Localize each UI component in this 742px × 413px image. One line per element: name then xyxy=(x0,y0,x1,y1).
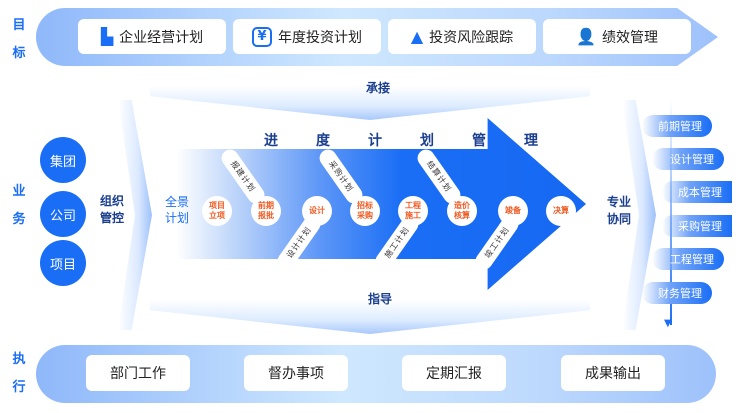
stage-node[interactable]: 招标采购 xyxy=(350,196,380,226)
goal-card-risk-tracking[interactable]: ▲ 投资风险跟踪 xyxy=(388,19,536,54)
side-char: 标 xyxy=(12,46,26,61)
goal-label: 绩效管理 xyxy=(601,29,658,46)
stage-node[interactable]: 工程施工 xyxy=(398,196,428,226)
exec-card[interactable]: 定期汇报 xyxy=(402,355,506,391)
overall-plan-line: 计划 xyxy=(165,211,190,225)
goal-label: 年度投资计划 xyxy=(278,29,362,46)
stage-node[interactable]: 设计 xyxy=(302,196,332,226)
business-side-label: 业 务 xyxy=(10,178,28,234)
goal-label: 企业经营计划 xyxy=(119,29,204,46)
stage-node[interactable]: 造价核算 xyxy=(447,196,477,226)
execution-side-label: 执 行 xyxy=(10,346,28,402)
progress-title: 进度计划管理 xyxy=(264,133,538,149)
stage-node[interactable]: 竣备 xyxy=(498,196,528,226)
goal-card-performance[interactable]: 👤 绩效管理 xyxy=(543,19,691,54)
collab-label: 专业协同 xyxy=(607,195,632,226)
overall-plan-label: 全景 计划 xyxy=(165,194,189,226)
goal-card-investment-plan[interactable]: ¥ 年度投资计划 xyxy=(233,19,381,54)
collab-item[interactable]: 采购管理 xyxy=(662,215,732,237)
collab-item[interactable]: 设计管理 xyxy=(652,148,724,170)
collab-arrow-line xyxy=(670,100,672,325)
side-char: 业 xyxy=(12,184,26,199)
yuan-hexagon-icon: ¥ xyxy=(252,26,272,47)
warning-icon: ▲ xyxy=(410,27,424,46)
side-char: 目 xyxy=(12,18,26,33)
collab-item[interactable]: 成本管理 xyxy=(662,181,732,203)
exec-card[interactable]: 部门工作 xyxy=(86,355,190,391)
level-group[interactable]: 集团 xyxy=(40,137,86,183)
collab-item[interactable]: 工程管理 xyxy=(652,248,724,270)
stage-node[interactable]: 决算 xyxy=(546,196,576,226)
goal-label: 投资风险跟踪 xyxy=(429,29,514,46)
building-icon: ▙ xyxy=(100,27,114,46)
level-company[interactable]: 公司 xyxy=(40,191,86,237)
user-performance-icon: 👤 xyxy=(576,27,596,46)
arrow-down-icon: ▼ xyxy=(664,318,672,329)
org-control-label: 组织管控 xyxy=(100,194,125,225)
connect-top-label: 承接 xyxy=(366,81,391,95)
execution-band: 部门工作 督办事项 定期汇报 成果输出 xyxy=(36,345,716,403)
stage-node[interactable]: 前期报批 xyxy=(251,196,281,226)
exec-card[interactable]: 督办事项 xyxy=(244,355,348,391)
collab-item[interactable]: 前期管理 xyxy=(642,115,712,137)
goals-side-label: 目 标 xyxy=(10,12,28,68)
side-char: 执 xyxy=(12,352,26,367)
goals-band: ▙ 企业经营计划 ¥ 年度投资计划 ▲ 投资风险跟踪 👤 绩效管理 xyxy=(36,8,718,66)
side-char: 务 xyxy=(12,212,26,227)
overall-plan-line: 全景 xyxy=(165,195,190,209)
connect-bottom-label: 指导 xyxy=(368,292,393,306)
collab-item[interactable]: 财务管理 xyxy=(642,282,712,304)
goal-card-business-plan[interactable]: ▙ 企业经营计划 xyxy=(78,19,226,54)
side-char: 行 xyxy=(12,380,26,395)
level-project[interactable]: 项目 xyxy=(40,240,86,286)
exec-card[interactable]: 成果输出 xyxy=(561,355,665,391)
stage-node[interactable]: 项目立项 xyxy=(202,196,232,226)
